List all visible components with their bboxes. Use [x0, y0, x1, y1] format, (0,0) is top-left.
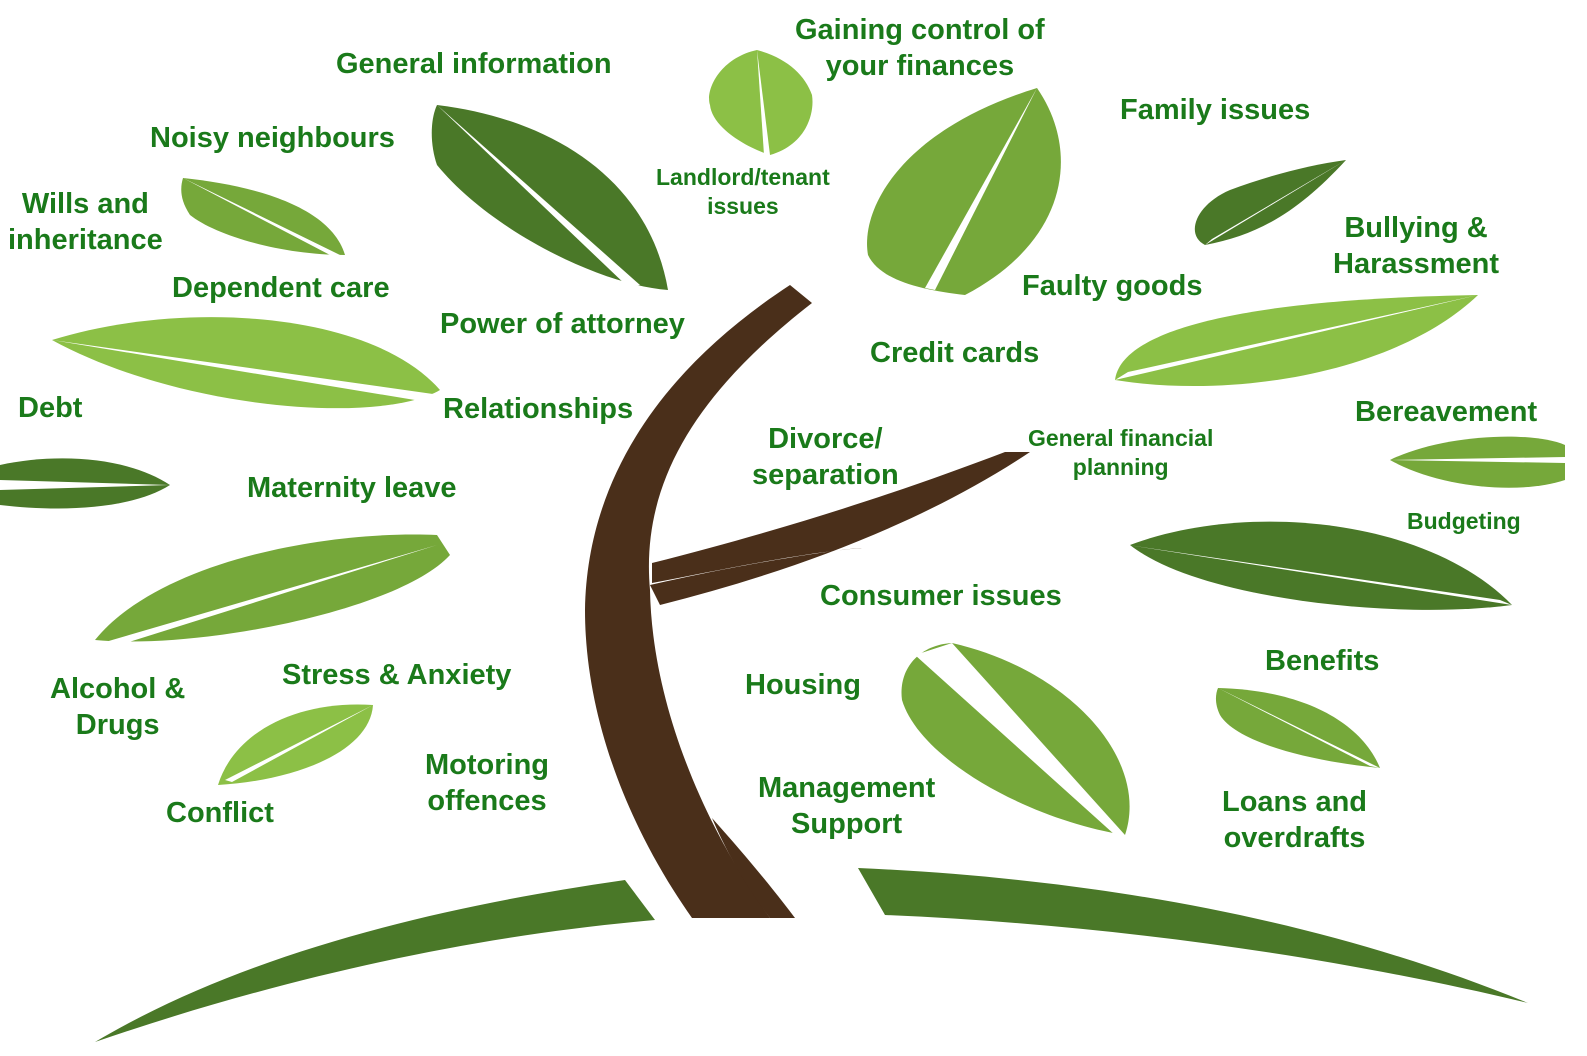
topic-consumer-issues: Consumer issues [820, 580, 1062, 612]
leaf-family [1194, 160, 1346, 245]
leaf-bereavement [1390, 436, 1565, 488]
topic-housing: Housing [745, 669, 861, 701]
leaf-housing [901, 643, 1130, 835]
topic-family-issues: Family issues [1120, 94, 1311, 126]
topic-motoring: Motoring offences [425, 749, 550, 818]
topic-divorce: Divorce/ separation [752, 423, 899, 492]
leaf-general-info [431, 105, 668, 290]
topic-stress: Stress & Anxiety [282, 659, 512, 691]
topic-benefits: Benefits [1265, 645, 1380, 677]
topic-wills: Wills and inheritance [8, 188, 163, 257]
leaf-stress [218, 704, 373, 785]
leaf-budgeting [1128, 521, 1512, 610]
ground-arc-left [95, 880, 655, 1042]
topic-gaining-control: Gaining control of your finances [795, 14, 1045, 83]
ground-arc-right [858, 868, 1528, 1003]
topic-bullying: Bullying & Harassment [1333, 212, 1500, 281]
topic-budgeting: Budgeting [1407, 508, 1521, 534]
topic-bereavement: Bereavement [1355, 396, 1538, 428]
topic-loans: Loans and overdrafts [1222, 786, 1368, 855]
topic-general-information: General information [336, 48, 612, 80]
leaf-top-center [709, 50, 813, 155]
leaf-noisy [181, 178, 345, 255]
leaf-bullying [1115, 295, 1478, 387]
trunk-sliver [712, 818, 795, 918]
topic-faulty-goods: Faulty goods [1022, 270, 1203, 302]
topic-power-of-attorney: Power of attorney [440, 308, 685, 340]
leaf-debt [0, 458, 170, 509]
leaf-dependent [52, 317, 445, 409]
topic-noisy-neighbours: Noisy neighbours [150, 122, 395, 154]
topic-maternity-leave: Maternity leave [247, 472, 457, 504]
topic-landlord-tenant: Landlord/tenant issues [656, 164, 830, 219]
leaf-gaining-control [867, 88, 1061, 295]
topic-credit-cards: Credit cards [870, 337, 1040, 369]
topic-debt: Debt [18, 392, 83, 424]
topic-alcohol: Alcohol & Drugs [50, 673, 186, 742]
tree-trunk [585, 285, 812, 918]
topic-dependent-care: Dependent care [172, 272, 390, 304]
topic-relationships: Relationships [443, 393, 634, 425]
topic-conflict: Conflict [166, 797, 274, 829]
topic-general-financial-planning: General financial planning [1028, 425, 1214, 480]
leaf-benefits [1215, 688, 1380, 768]
topic-management-support: Management Support [758, 772, 936, 841]
tree-branch [650, 452, 1030, 605]
leaf-maternity [95, 534, 450, 648]
